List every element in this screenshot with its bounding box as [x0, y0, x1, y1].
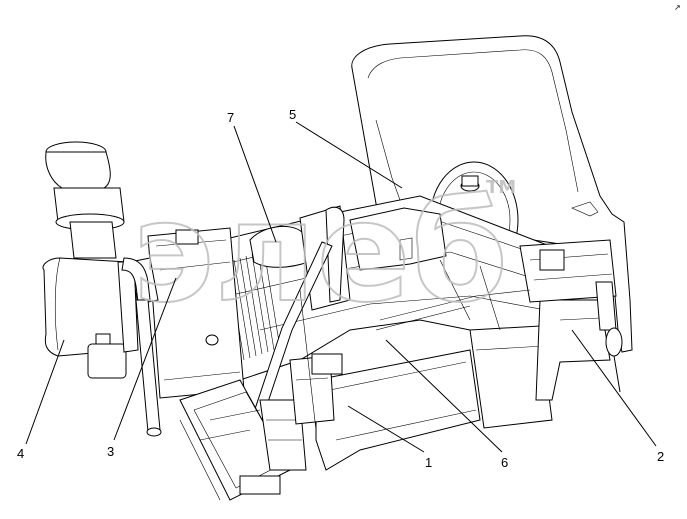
linkage-lines: [179, 259, 531, 501]
lower-housing: [289, 349, 481, 471]
callout-2: 2: [657, 449, 664, 464]
watermark: элеб TM: [131, 171, 516, 334]
leader-line-3: [113, 277, 177, 441]
leader-line-2: [571, 329, 657, 447]
radiator-fins: [227, 249, 281, 361]
watermark-trademark: TM: [486, 177, 516, 198]
engine-drawing: [42, 35, 633, 501]
lower-right-housing: [469, 279, 611, 429]
intake-hose: [121, 257, 162, 437]
leader-line-6: [385, 339, 503, 453]
leader-line-1: [347, 405, 425, 453]
callout-6: 6: [501, 455, 508, 470]
corner-mark: ↗: [674, 3, 681, 12]
callout-3: 3: [107, 444, 114, 459]
callout-4: 4: [17, 446, 24, 461]
leader-line-4: [25, 339, 65, 445]
callout-7: 7: [227, 110, 234, 125]
base-frame: [179, 379, 307, 501]
leader-line-5: [295, 121, 403, 189]
air-filter: [42, 141, 139, 379]
callouts: 1 2 3 4 5 6 7: [17, 107, 664, 470]
engine-block: [179, 195, 619, 421]
leader-line-7: [233, 125, 277, 243]
side-bracket: [519, 239, 623, 393]
watermark-text: элеб: [132, 172, 508, 333]
callout-5: 5: [289, 107, 296, 122]
leader-lines: [25, 121, 657, 453]
callout-1: 1: [425, 455, 432, 470]
